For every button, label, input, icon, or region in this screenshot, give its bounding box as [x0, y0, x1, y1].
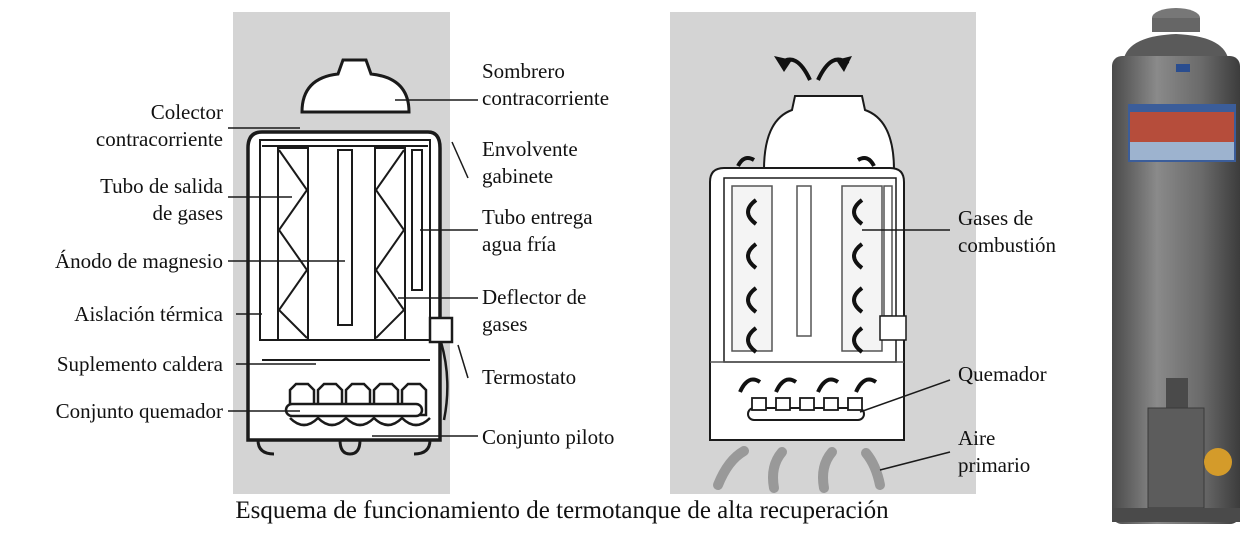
label-anodo-magnesio: Ánodo de magnesio — [55, 249, 223, 273]
label-conjunto-quemador: Conjunto quemador — [55, 399, 223, 423]
label-gases-combustion: Gases de combustión — [958, 206, 1056, 257]
water-heater-illustration — [1112, 8, 1240, 524]
hat-shape — [300, 58, 411, 114]
label-quemador: Quemador — [958, 362, 1047, 386]
label-aire-primario: Aire primario — [958, 426, 1031, 477]
air-intake-arrows — [713, 446, 885, 493]
cutaway-diagram — [228, 12, 478, 494]
label-tubo-entrega-agua: Tubo entrega agua fría — [482, 205, 593, 256]
label-aislacion-termica: Aislación térmica — [74, 302, 223, 326]
label-deflector-gases: Deflector de gases — [482, 285, 587, 336]
figure-caption: Esquema de funcionamiento de termotanque… — [235, 497, 889, 524]
label-termostato: Termostato — [482, 365, 577, 389]
label-tubo-salida-gases: Tubo de salida de gases — [100, 174, 223, 225]
flow-diagram — [670, 12, 976, 494]
label-suplemento-caldera: Suplemento caldera — [56, 352, 223, 376]
label-colector-contracorriente: Colector contracorriente — [95, 100, 223, 151]
label-sombrero-contracorriente: Sombrero contracorriente — [482, 59, 610, 110]
label-envolvente-gabinete: Envolvente gabinete — [482, 137, 578, 188]
label-conjunto-piloto: Conjunto piloto — [482, 425, 615, 449]
